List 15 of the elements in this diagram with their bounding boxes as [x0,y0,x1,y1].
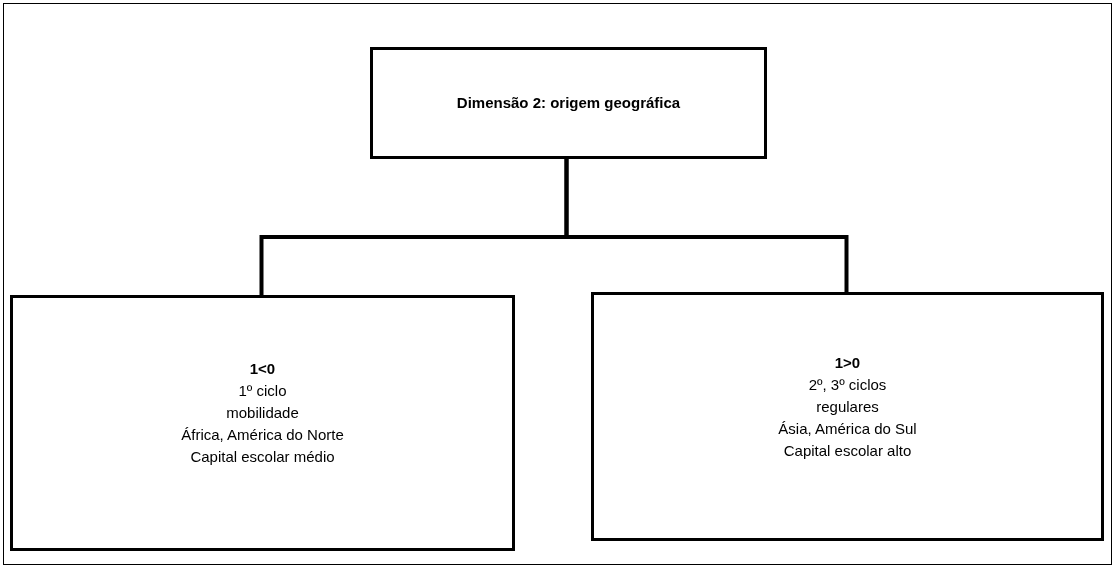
category-heading: 1<0 [249,359,276,379]
category-description: Capital escolar médio [190,447,335,467]
dimension-box [370,47,767,159]
dimension-title: Dimensão 2: origem geográfica [456,93,681,113]
category-description: mobilidade [226,403,299,423]
category-box [591,292,1104,541]
category-description: Ásia, América do Sul [778,418,917,439]
category-box [10,295,515,551]
category-description: 1º ciclo [238,381,287,401]
category-description: 2º, 3º ciclos [808,374,887,395]
category-description: Capital escolar alto [783,440,912,461]
category-description: África, América do Norte [181,425,344,445]
category-description: regulares [816,396,879,417]
connector-line [564,159,849,292]
category-heading: 1>0 [834,352,861,373]
